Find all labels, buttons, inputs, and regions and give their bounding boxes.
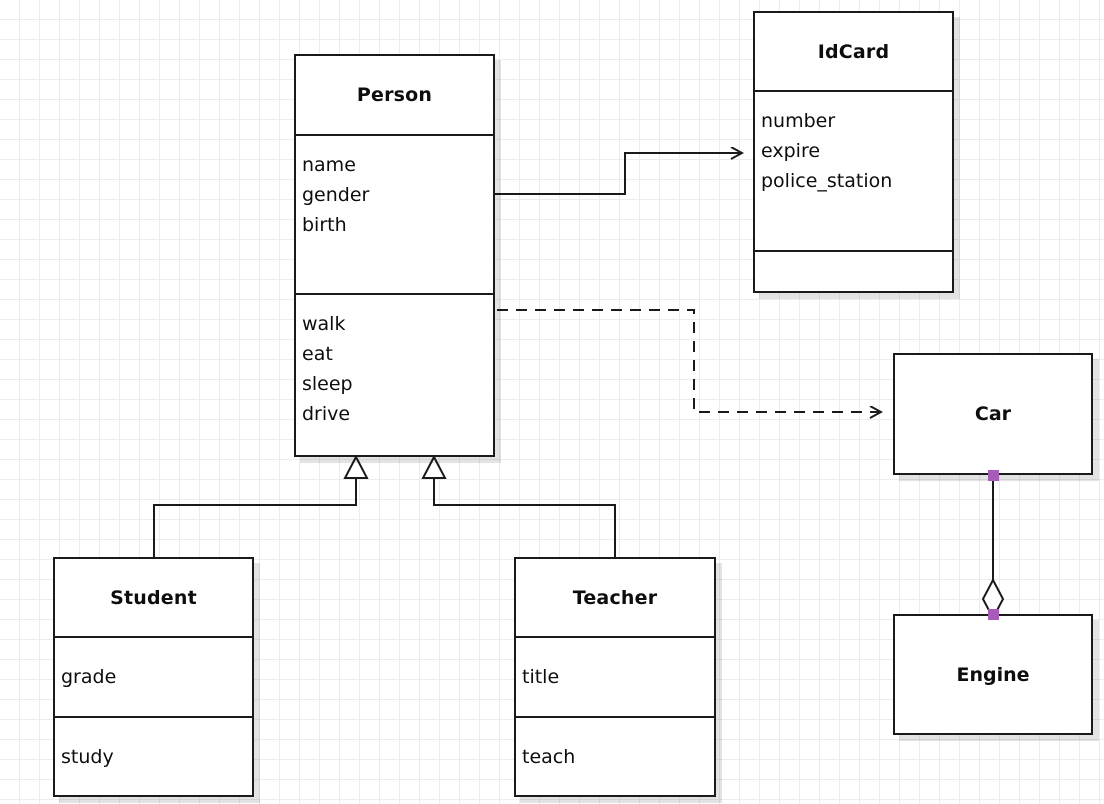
class-box-teacher[interactable]: Teacher title teach [514, 557, 716, 797]
attributes-compartment-student: grade [55, 636, 252, 716]
method-item: drive [302, 403, 351, 425]
class-name-person: Person [356, 84, 433, 106]
class-box-person[interactable]: Person name gender birth walk eat sleep … [294, 54, 495, 457]
class-name-engine: Engine [956, 663, 1030, 686]
edge-student-person[interactable] [153, 454, 369, 558]
edge-handle-engine[interactable] [988, 609, 999, 620]
edge-person-car[interactable] [497, 309, 881, 412]
attribute-item: police_station [761, 170, 893, 192]
methods-compartment-idcard [755, 250, 952, 291]
edge-person-idcard[interactable] [495, 153, 742, 195]
methods-compartment-teacher: teach [516, 716, 714, 795]
attributes-compartment-person: name gender birth [296, 134, 493, 293]
method-item: eat [302, 343, 333, 365]
methods-compartment-student: study [55, 716, 252, 795]
hollow-triangle-icon [343, 454, 369, 479]
class-name-car: Car [974, 403, 1012, 425]
class-box-student[interactable]: Student grade study [53, 557, 254, 797]
attribute-item: name [302, 154, 356, 176]
class-name-idcard: IdCard [817, 40, 890, 63]
edge-teacher-person[interactable] [421, 454, 616, 558]
class-name-teacher: Teacher [572, 586, 658, 609]
attribute-item: title [522, 666, 560, 688]
attribute-item: expire [761, 140, 821, 162]
attribute-item: number [761, 110, 836, 132]
method-item: teach [522, 745, 576, 768]
class-box-car[interactable]: Car [893, 353, 1093, 475]
class-name-student: Student [110, 586, 197, 609]
class-box-engine[interactable]: Engine [893, 614, 1093, 735]
attribute-item: grade [61, 666, 117, 688]
method-item: walk [302, 313, 346, 335]
methods-compartment-person: walk eat sleep drive [296, 293, 493, 455]
edge-car-engine[interactable] [981, 475, 1005, 621]
attribute-item: gender [302, 184, 370, 206]
method-item: study [61, 745, 114, 768]
attributes-compartment-teacher: title [516, 636, 714, 716]
hollow-triangle-icon [421, 454, 447, 479]
method-item: sleep [302, 373, 353, 395]
class-box-idcard[interactable]: IdCard number expire police_station [753, 11, 954, 293]
edge-handle-car[interactable] [988, 470, 999, 481]
attributes-compartment-idcard: number expire police_station [755, 90, 952, 250]
attribute-item: birth [302, 214, 347, 236]
